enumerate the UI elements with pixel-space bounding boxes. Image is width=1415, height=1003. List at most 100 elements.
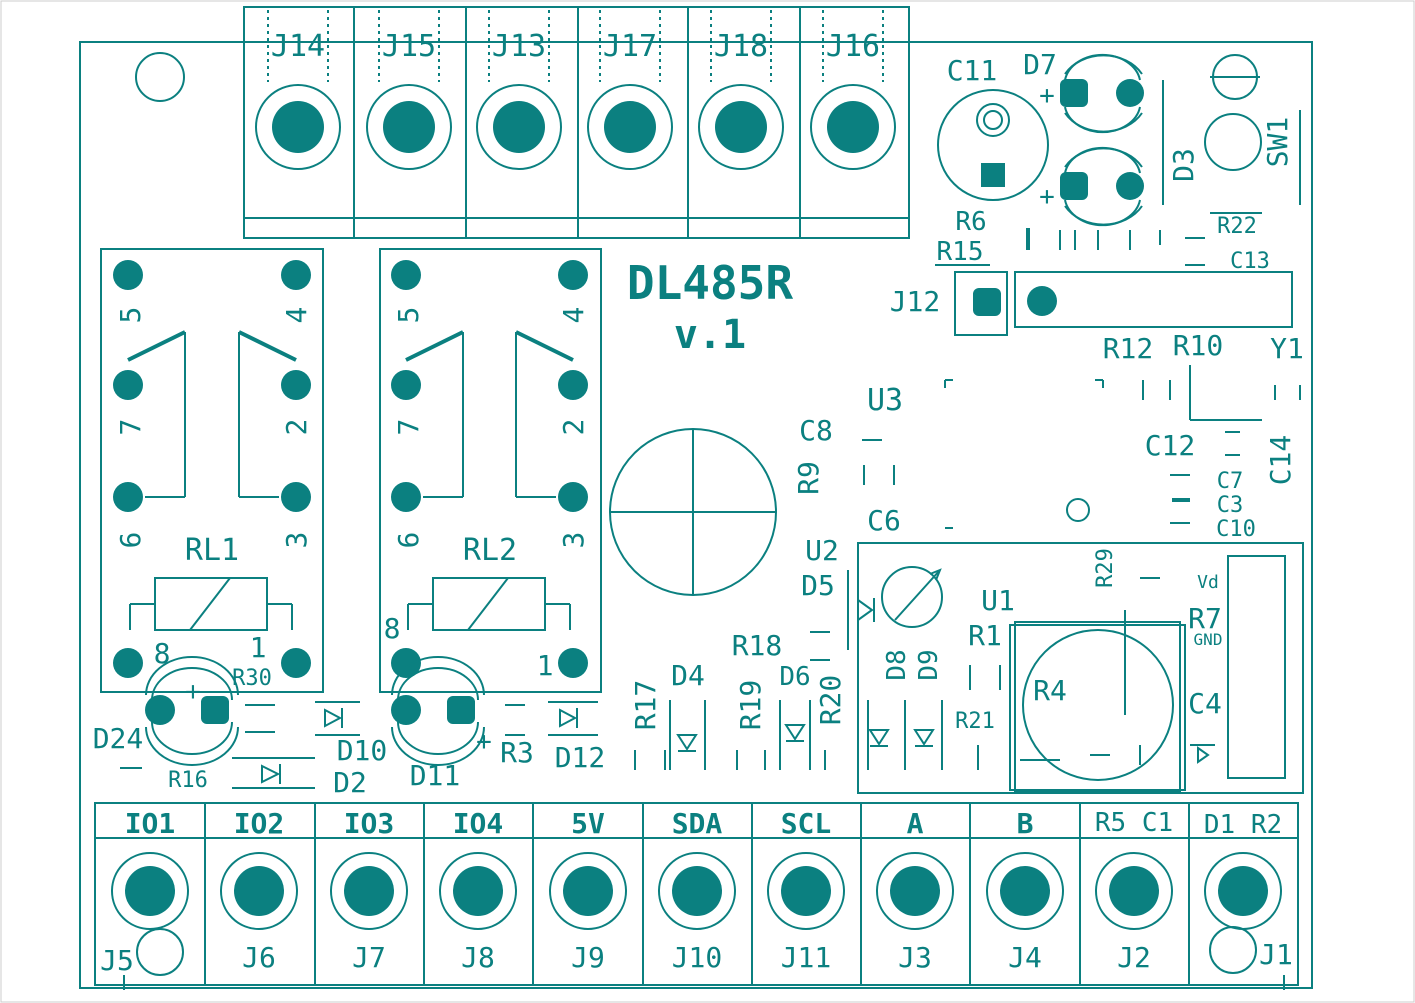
silk-label-d24: D24 xyxy=(93,722,144,755)
terminal-label-J16: J16 xyxy=(826,29,880,64)
switch-SW1[interactable]: SW1 xyxy=(1204,54,1301,205)
silk-label-r6: R6 xyxy=(955,207,986,237)
top-terminal-block: J14 J15 J13 J17 J18 J16 xyxy=(232,6,921,239)
silk-label-j3: J3 xyxy=(898,941,932,974)
passives-lower-middle: R18 D4 D6 R17 R19 R20 xyxy=(629,629,847,770)
silk-label--: + xyxy=(1039,182,1055,212)
silk-label-r4: R4 xyxy=(1033,674,1067,707)
silk-label-r29: R29 xyxy=(1093,548,1118,588)
terminal-IO4[interactable]: IO4 J8 xyxy=(439,807,517,974)
silk-label-a: A xyxy=(907,807,924,840)
resistor-R6-area: R6 R15 R22 C13 xyxy=(935,207,1270,274)
relay-RL1: RL1 5 4 7 2 6 3 8 1 xyxy=(100,248,324,693)
silk-label-u3: U3 xyxy=(867,383,903,418)
silk-label-u1: U1 xyxy=(981,584,1015,617)
silk-label-d4: D4 xyxy=(671,659,705,692)
silk-label-r9: R9 xyxy=(792,461,825,495)
board-version: v.1 xyxy=(674,312,746,358)
terminal-label-J14: J14 xyxy=(271,29,325,64)
led-D3: + D3 xyxy=(1039,80,1200,227)
silk-label-j6: J6 xyxy=(242,941,276,974)
terminal-IO1[interactable]: IO1 J5 xyxy=(100,807,189,977)
silk-label-d7: D7 xyxy=(1023,48,1057,81)
terminal-J14[interactable]: J14 xyxy=(255,10,341,170)
silk-label-4: 4 xyxy=(280,307,313,324)
silk-label-j2: J2 xyxy=(1117,941,1151,974)
silk-label-6: 6 xyxy=(392,532,425,549)
silk-label-io3: IO3 xyxy=(344,807,395,840)
silk-label-5: 5 xyxy=(114,307,147,324)
silk-label-2: 2 xyxy=(280,419,313,436)
crystal-Y1-area: R12 R10 Y1 xyxy=(944,329,1304,421)
potentiometer-R4[interactable] xyxy=(1022,629,1174,781)
silk-label-d2: D2 xyxy=(333,766,367,799)
board-outline xyxy=(79,41,1313,989)
terminal-J16[interactable]: J16 xyxy=(810,10,896,170)
silk-label-d3: D3 xyxy=(1167,148,1200,182)
silk-label-vd: Vd xyxy=(1197,572,1219,593)
terminal-SCL[interactable]: SCL J11 xyxy=(767,807,845,974)
silk-label-r16: R16 xyxy=(168,768,208,793)
mounting-hole-top-left xyxy=(135,52,185,102)
silk-label--: + xyxy=(1039,81,1055,111)
silk-label--: + xyxy=(185,677,201,707)
terminal-IO3[interactable]: IO3 J7 xyxy=(330,807,408,974)
silk-label-1: 1 xyxy=(537,649,554,682)
silk-label-sda: SDA xyxy=(672,807,723,840)
terminal-J13[interactable]: J13 xyxy=(476,10,562,170)
silk-label-scl: SCL xyxy=(781,807,832,840)
silk-label-c3: C3 xyxy=(1217,493,1244,518)
header-J12[interactable]: J12 xyxy=(890,271,1293,336)
terminal-IO2[interactable]: IO2 J6 xyxy=(220,807,298,974)
relay-RL2: RL2 5 4 7 2 6 3 8 1 xyxy=(379,248,602,693)
silk-label-3: 3 xyxy=(557,532,590,549)
silk-label-j7: J7 xyxy=(352,941,386,974)
terminal-J17[interactable]: J17 xyxy=(587,10,673,170)
diodes-D10-D2: D10 D2 xyxy=(232,701,387,799)
terminal-label-J13: J13 xyxy=(492,29,546,64)
terminal-label-J18: J18 xyxy=(714,29,768,64)
terminal-label-J15: J15 xyxy=(382,29,436,64)
silk-label-r15: R15 xyxy=(937,237,984,267)
silk-label-j12: J12 xyxy=(890,285,941,318)
silk-label-gnd: GND xyxy=(1194,630,1223,649)
silk-label-c6: C6 xyxy=(867,504,901,537)
silk-label-j1: J1 xyxy=(1259,938,1293,971)
silk-label-io1: IO1 xyxy=(125,807,176,840)
terminal-J1[interactable]: D1 R2 J1 xyxy=(1204,810,1293,974)
silk-label-r5-c1: R5 C1 xyxy=(1095,808,1173,838)
silk-label-j4: J4 xyxy=(1008,941,1042,974)
silk-label-r7: R7 xyxy=(1188,602,1222,635)
relay-label-RL1: RL1 xyxy=(185,533,239,568)
terminal-5V[interactable]: 5V J9 xyxy=(549,807,627,974)
silk-label-c13: C13 xyxy=(1230,249,1270,274)
silk-label-j9: J9 xyxy=(571,941,605,974)
silk-label-8: 8 xyxy=(384,612,401,645)
silk-label-c11: C11 xyxy=(947,54,998,87)
led-D24-area: + R30 D24 R16 xyxy=(93,656,272,793)
terminal-SDA[interactable]: SDA J10 xyxy=(658,807,736,974)
terminal-B[interactable]: B J4 xyxy=(986,807,1064,974)
silk-label-io2: IO2 xyxy=(234,807,285,840)
silk-label-r10: R10 xyxy=(1173,329,1224,362)
silk-label-7: 7 xyxy=(114,419,147,436)
silk-label-r22: R22 xyxy=(1217,214,1257,239)
terminal-J2[interactable]: R5 C1 J2 xyxy=(1095,808,1173,974)
terminal-label-J17: J17 xyxy=(603,29,657,64)
terminal-J18[interactable]: J18 xyxy=(698,10,784,170)
silk-label-d8: D8 xyxy=(882,649,912,680)
silk-label-5: 5 xyxy=(392,307,425,324)
silk-label-6: 6 xyxy=(114,532,147,549)
silk-label-d9: D9 xyxy=(914,649,944,680)
terminal-A[interactable]: A J3 xyxy=(876,807,954,974)
terminal-J15[interactable]: J15 xyxy=(366,10,452,170)
silk-label-7: 7 xyxy=(392,419,425,436)
silk-label-r1: R1 xyxy=(968,619,1002,652)
ic-U1-area: U2 D5 R29 U1 R1 R7 Vd GND R4 C4 D8 D9 R2… xyxy=(801,534,1304,794)
capacitor-C11: C11 xyxy=(937,54,1049,201)
silk-label-c14: C14 xyxy=(1264,435,1297,486)
silk-label-sw1: SW1 xyxy=(1261,117,1294,168)
silk-label-5v: 5V xyxy=(571,807,605,840)
silk-label-y1: Y1 xyxy=(1270,332,1304,365)
